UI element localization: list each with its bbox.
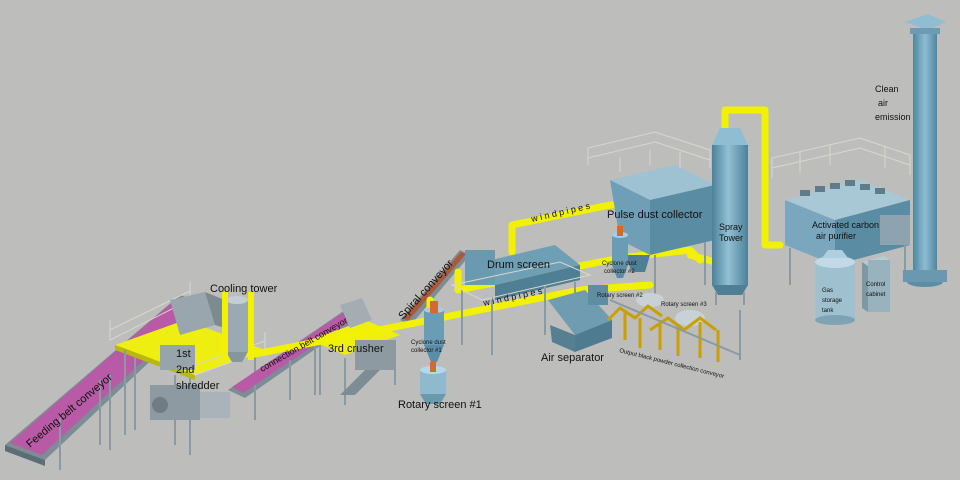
label-output-conveyor: Output black powder collection conveyor (619, 348, 725, 380)
air-separator (548, 285, 612, 352)
label-rotary-screen-3: Rotary screen #3 (661, 302, 707, 308)
cooling-tower (222, 292, 254, 362)
shredder-platform (115, 292, 266, 455)
label-gas-storage-b: storage (822, 298, 843, 304)
cyclone-dust-collector-1 (424, 301, 444, 362)
pulse-dust-collector (587, 131, 715, 300)
label-pulse-dust-collector: Pulse dust collector (607, 209, 703, 221)
label-cyclone-dust-collector-1-b: collector #1 (411, 348, 442, 354)
label-second-shredder: 2nd (176, 364, 194, 376)
label-gas-storage-a: Gas (822, 288, 833, 294)
rotary-screens-2-3 (606, 293, 741, 362)
label-activated-carbon-b: air purifier (816, 231, 856, 241)
label-air-separator: Air separator (541, 352, 604, 364)
label-clean-air-b: air (878, 98, 888, 108)
label-first-shredder: 1st (176, 348, 191, 360)
connection-belt-conveyor (228, 310, 360, 418)
label-rotary-screen-2: Rotary screen #2 (597, 293, 643, 299)
label-cooling-tower: Cooling tower (210, 283, 278, 295)
label-drum-screen: Drum screen (487, 259, 550, 271)
label-rotary-screen-1: Rotary screen #1 (398, 399, 482, 411)
label-control-cabinet-a: Control (866, 282, 885, 288)
label-cyclone-dust-collector-2-a: Cyclone dust (602, 261, 637, 267)
label-clean-air-a: Clean (875, 84, 899, 94)
label-spray-tower-b: Tower (719, 233, 743, 243)
label-clean-air-c: emission (875, 112, 911, 122)
cyclone-dust-collector-2 (612, 226, 628, 278)
label-spray-tower-a: Spray (719, 222, 743, 232)
label-control-cabinet-b: cabinet (866, 292, 886, 298)
label-third-crusher: 3rd crusher (328, 343, 384, 355)
spiral-conveyor (400, 250, 470, 326)
chimney (903, 14, 947, 287)
rotary-screen-1 (420, 362, 446, 404)
spray-tower (712, 128, 748, 305)
label-wind-pipes-upper: w i n d p i p e s (529, 201, 591, 225)
label-feeding-belt-conveyor: Feeding belt conveyor (24, 371, 115, 450)
label-shredder: shredder (176, 380, 220, 392)
label-cyclone-dust-collector-1-a: Cyclone dust (411, 340, 446, 346)
control-cabinet (862, 256, 890, 312)
label-cyclone-dust-collector-2-b: collector #2 (604, 269, 635, 275)
label-activated-carbon-a: Activated carbon (812, 220, 879, 230)
gas-storage-tank (815, 250, 855, 325)
activated-carbon-purifier (771, 137, 911, 300)
label-gas-storage-c: tank (822, 308, 834, 314)
